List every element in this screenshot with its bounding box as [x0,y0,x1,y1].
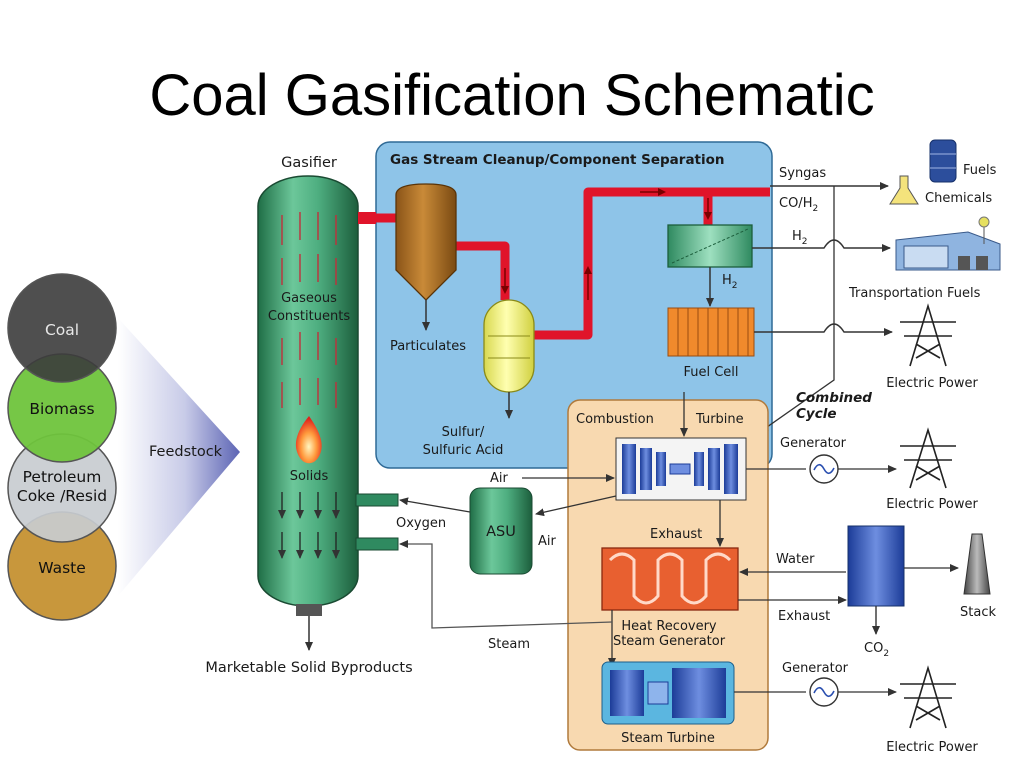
coal-circle [7,273,117,383]
air-out-label: Air [538,534,557,549]
stack-label: Stack [960,605,996,620]
electric-power-label-1: Electric Power [886,376,978,391]
combustion-label: Combustion [576,412,654,427]
fuel-cell-label: Fuel Cell [683,365,738,380]
electric-power-label-3: Electric Power [886,740,978,755]
co-h2-label: CO/H2 [779,196,818,214]
hrsg-label-1: Heat Recovery [621,619,717,634]
steam-turbine [601,661,735,725]
petroleum-label: Petroleum [23,468,102,486]
power-tower-icon [900,665,956,729]
asu-label: ASU [486,524,516,540]
stack-icon [963,533,991,595]
combined-cycle-label-2: Cycle [796,406,837,422]
flask-icon [889,175,919,205]
air-to-asu-line [535,495,617,517]
power-tower-icon [900,427,956,489]
gasifier-vessel [257,175,359,616]
co2-capture-unit [847,525,905,607]
particulate-separator [395,183,457,301]
turbine-label: Turbine [695,412,744,427]
gas-flow-arrows [281,212,337,408]
fuel-station-icon [895,216,1001,271]
oxygen-to-gasifier-line [399,497,471,513]
sulfur-removal-vessel [483,299,535,393]
hydrogen-separator [667,224,753,268]
hrsg-unit [601,547,739,611]
gas-turbine [615,437,747,501]
fuel-cell-output-line [754,323,893,336]
combined-cycle-label-1: Combined [796,390,872,406]
power-tower-icon [900,303,956,367]
sulfur-label-2: Sulfuric Acid [423,443,504,458]
sulfur-label-1: Sulfur/ [442,425,485,440]
solids-label: Solids [290,469,329,484]
fuels-label: Fuels [963,163,997,178]
air-in-label: Air [490,471,509,486]
steam-turbine-label: Steam Turbine [621,731,715,746]
slide-title: Coal Gasification Schematic [149,63,875,128]
steam-line [399,540,613,629]
h2-output-label: H2 [792,229,808,247]
chemicals-label: Chemicals [925,191,992,206]
gaseous-label-2: Constituents [268,309,350,324]
electric-power-label-2: Electric Power [886,497,978,512]
particulates-label: Particulates [390,339,466,354]
syngas-to-combustor-line [759,186,835,433]
h2-output-line [752,239,891,252]
exhaust-label-2: Exhaust [778,609,830,624]
oxygen-label: Oxygen [396,516,446,531]
coke-resid-label: Coke /Resid [17,487,107,505]
asu-unit [469,487,533,575]
steam-label: Steam [488,637,530,652]
exhaust-label-1: Exhaust [650,527,702,542]
gaseous-label-1: Gaseous [281,291,337,306]
byproducts-label: Marketable Solid Byproducts [205,660,412,676]
co2-label: CO2 [864,641,889,659]
pipe-flow-arrows [501,188,712,300]
coal-label: Coal [45,321,79,339]
water-label: Water [776,552,815,567]
fuel-cell-unit [667,307,755,357]
transportation-fuels-label: Transportation Fuels [848,286,981,301]
syngas-label: Syngas [779,166,826,181]
solids-flow-arrows [278,492,340,559]
hrsg-label-2: Steam Generator [613,634,726,649]
generator-label-2: Generator [782,661,849,676]
oxygen-inlet-nozzle [355,493,399,507]
feedstock-label: Feedstock [149,444,223,460]
steam-inlet-nozzle [355,537,399,551]
cleanup-title: Gas Stream Cleanup/Component Separation [390,152,725,168]
h2-separator-label: H2 [722,273,738,291]
generator-label-1: Generator [780,436,847,451]
flame-icon [295,416,322,464]
waste-label: Waste [38,559,86,577]
biomass-label: Biomass [29,400,94,418]
feedstock-funnel [118,318,240,596]
gasifier-title: Gasifier [281,155,337,171]
fuel-barrels-icon [929,139,957,183]
